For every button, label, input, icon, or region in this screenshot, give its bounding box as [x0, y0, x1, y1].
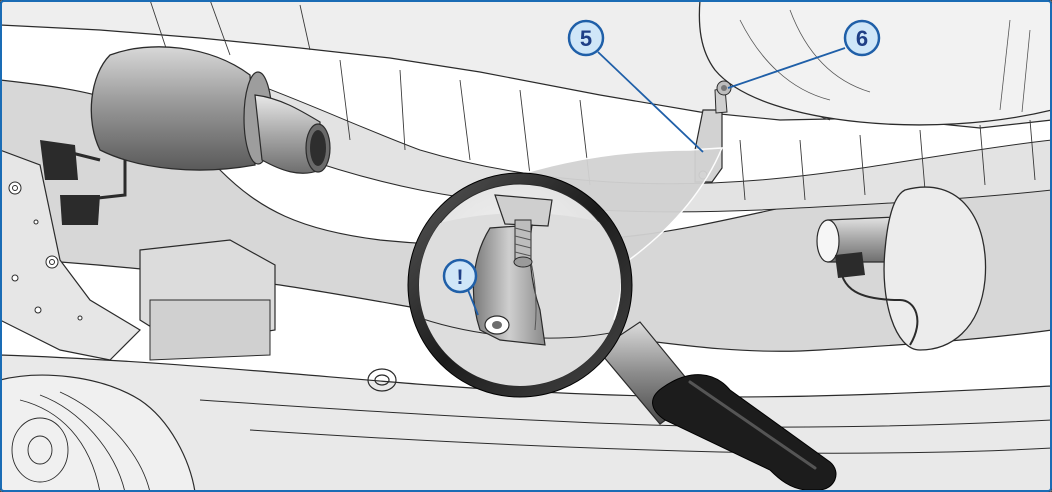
callout-6: 6 — [843, 19, 881, 57]
leader-line-6 — [727, 47, 846, 89]
warning-marker-label: ! — [457, 266, 464, 289]
fastener-6 — [716, 80, 732, 96]
bolt-icon — [8, 181, 83, 321]
magnifier-icon — [407, 172, 837, 491]
callout-5: 5 — [567, 19, 605, 57]
callout-6-label: 6 — [856, 26, 868, 51]
warning-icon: ! — [442, 258, 478, 294]
wheel-assembly — [0, 374, 196, 492]
muffler-icon — [40, 46, 331, 225]
leader-line-5 — [597, 51, 704, 153]
tunnel — [179, 59, 1052, 213]
callout-5-label: 5 — [580, 26, 592, 51]
left-chassis — [0, 149, 141, 361]
fuel-tank — [698, 0, 1052, 126]
front-pipe — [816, 186, 987, 351]
drain-plug — [367, 368, 397, 392]
